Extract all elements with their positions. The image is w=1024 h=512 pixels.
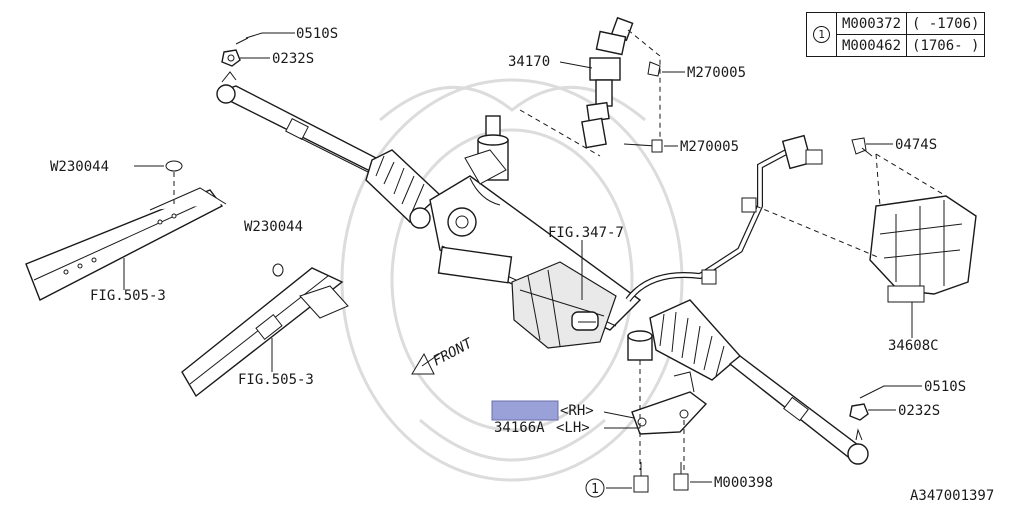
label-34170[interactable]: 34170 — [508, 54, 550, 70]
label-w230044-mid[interactable]: W230044 — [244, 219, 303, 235]
cotter-pin-0510s-left[interactable] — [235, 37, 249, 45]
nut-0232s-left[interactable] — [221, 49, 241, 67]
bracket-34608c[interactable] — [869, 195, 977, 303]
highlighted-part-number-box[interactable] — [491, 400, 559, 421]
front-arrow-icon — [411, 351, 443, 375]
bolt-ref-1[interactable] — [633, 462, 649, 493]
dashed-guide-bracket — [755, 205, 881, 259]
ref-callout-circle-icon — [585, 478, 605, 498]
universal-joint-shaft[interactable] — [581, 16, 634, 149]
crossmember-middle[interactable] — [181, 267, 349, 398]
mount-bushing[interactable] — [627, 330, 653, 361]
label-34608c[interactable]: 34608C — [888, 338, 939, 354]
left-bellows-boot[interactable] — [365, 149, 442, 223]
label-fig-505-3-left[interactable]: FIG.505-3 — [90, 288, 166, 304]
clamp-bracket-34166a[interactable] — [631, 371, 708, 435]
watermark-emblem — [340, 78, 684, 482]
label-0232s-left[interactable]: 0232S — [272, 51, 314, 67]
bolt-m270005-mid[interactable] — [623, 139, 663, 153]
label-ref-callout[interactable]: 1 — [591, 482, 599, 497]
right-tie-rod[interactable] — [728, 355, 869, 465]
plug-w230044-left[interactable] — [165, 160, 183, 172]
table-period-cell: (1706- ) — [906, 34, 986, 57]
table-period-cell: ( -1706) — [906, 12, 986, 35]
reference-code-table: 1 M000372 ( -1706) M000462 (1706- ) — [806, 12, 986, 57]
label-w230044-left[interactable]: W230044 — [50, 159, 109, 175]
label-0474s[interactable]: 0474S — [895, 137, 937, 153]
label-0510s-left[interactable]: 0510S — [296, 26, 338, 42]
label-m000398[interactable]: M000398 — [714, 475, 773, 491]
plug-w230044-mid[interactable] — [272, 263, 284, 277]
table-part-cell[interactable]: M000462 — [835, 34, 908, 57]
table-row: 1 M000372 ( -1706) — [806, 12, 986, 57]
label-m270005-top[interactable]: M270005 — [687, 65, 746, 81]
table-row: M000462 (1706- ) — [807, 34, 986, 57]
label-fig-505-3-mid[interactable]: FIG.505-3 — [238, 372, 314, 388]
leader-0510s-right — [871, 385, 922, 393]
bolt-0474s[interactable] — [851, 137, 873, 157]
diagram-code: A347001397 — [910, 488, 994, 504]
label-clamp-rh: <RH> — [560, 403, 594, 419]
dashed-guide-shaft-right — [627, 29, 661, 150]
label-0510s-right[interactable]: 0510S — [924, 379, 966, 395]
leader-clamp-rh — [603, 411, 635, 419]
table-part-cell[interactable]: M000372 — [835, 12, 908, 35]
nut-0232s-right[interactable] — [849, 403, 869, 421]
label-fig-347-7[interactable]: FIG.347-7 — [548, 225, 624, 241]
leader-0510s-left — [245, 32, 295, 39]
cotter-pin-0510s-right[interactable] — [859, 391, 873, 399]
bolt-m270005-top[interactable] — [647, 61, 661, 77]
assist-motor[interactable] — [511, 261, 617, 349]
pinion-housing[interactable] — [464, 115, 509, 206]
wiring-harness[interactable] — [625, 134, 823, 302]
label-front: FRONT — [430, 335, 476, 370]
label-0232s-right[interactable]: 0232S — [898, 403, 940, 419]
dashed-guide-shaft-left — [519, 109, 601, 157]
label-34166a[interactable]: 34166A — [494, 420, 545, 436]
right-bellows-boot[interactable] — [649, 299, 741, 381]
left-tie-rod[interactable] — [216, 71, 382, 177]
bolt-m000398[interactable] — [673, 462, 689, 491]
label-clamp-lh: <LH> — [556, 420, 590, 436]
ref-mark-icon: 1 — [813, 26, 830, 43]
dashed-guide-0474s — [875, 153, 947, 207]
label-m270005-mid[interactable]: M270005 — [680, 139, 739, 155]
leader-34170 — [559, 61, 593, 69]
crossmember-left[interactable] — [25, 187, 227, 301]
table-ref-cell: 1 — [806, 12, 837, 57]
